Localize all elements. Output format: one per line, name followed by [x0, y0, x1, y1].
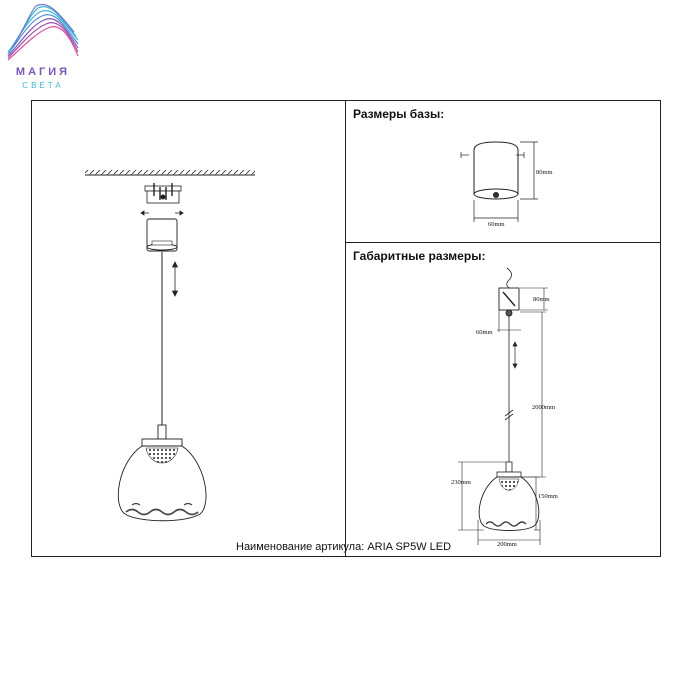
base-diameter-dimension-line [473, 200, 519, 222]
sheet-divider-vertical [345, 100, 346, 557]
base-diameter-label: 60mm [488, 221, 505, 228]
cable-length-label: 2000mm [532, 404, 555, 411]
logo-wordmark: МАГИЯ [15, 66, 71, 78]
overall-dimensions-title: Габаритные размеры: [353, 249, 486, 263]
overall-holder-icon [496, 461, 522, 478]
base-canopy-icon [473, 141, 519, 200]
base-dimensions-title: Размеры базы: [353, 107, 445, 121]
base-dimensions-drawing [460, 141, 538, 222]
base-height-label: 80mm [536, 169, 553, 176]
sheet-divider-horizontal [345, 242, 661, 243]
total-height-label: 230mm [451, 479, 471, 486]
shade-diameter-dimension-line [477, 520, 541, 545]
canopy-height-label: 80mm [533, 296, 550, 303]
screw-arrow-icons [140, 210, 184, 216]
brand-logo: МАГИЯ СВЕТА [0, 0, 90, 100]
height-adjust-arrow-icon [171, 261, 179, 297]
installation-drawing [85, 170, 255, 522]
drawing-sheet [31, 100, 661, 557]
mounting-bracket-icon [144, 183, 182, 204]
article-name-caption: Наименование артикула: ARIA SP5W LED [236, 541, 452, 553]
lamp-shade-icon [117, 445, 207, 522]
shade-diameter-label: 200mm [497, 541, 517, 548]
shade-height-label: 150mm [538, 493, 558, 500]
canopy-diameter-dimension-line [497, 310, 521, 332]
cable-break-mark [504, 409, 514, 421]
total-height-dimension-line [458, 461, 506, 531]
overall-adjust-arrow-icon [512, 341, 518, 369]
canopy-icon [146, 218, 178, 252]
lamp-holder-icon [141, 424, 183, 447]
overall-dimensions-drawing [458, 267, 548, 545]
cable-length-dimension-line [520, 311, 546, 478]
canopy-diameter-label: 60mm [476, 329, 493, 336]
shade-height-dimension-line [521, 476, 540, 531]
base-height-dimension-line [520, 141, 538, 200]
overall-shade-icon [478, 476, 540, 531]
canopy-height-dimension-line [520, 287, 548, 311]
wave-logo-icon [7, 3, 79, 61]
logo-subtitle: СВЕТА [22, 81, 64, 90]
ceiling-hatch [85, 170, 255, 175]
base-screw-marks [460, 152, 525, 158]
overall-canopy-icon [498, 267, 520, 317]
